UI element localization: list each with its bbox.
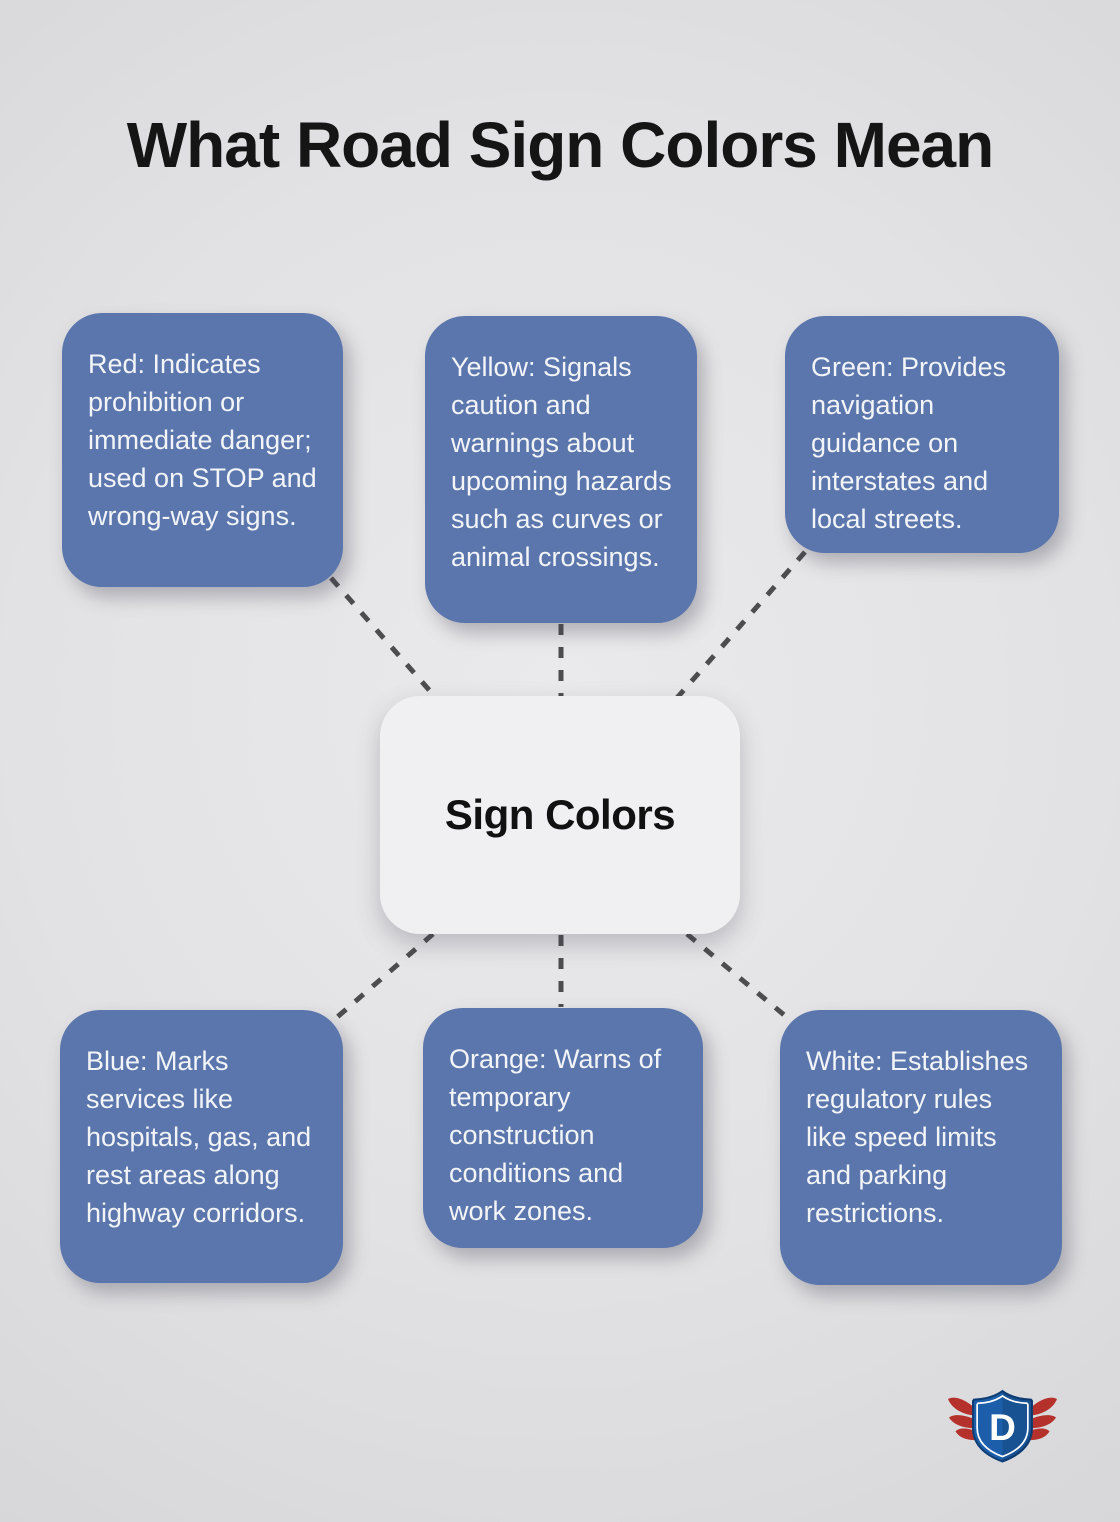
logo-letter: D bbox=[989, 1407, 1016, 1448]
node-red: Red: Indicates prohibition or immediate … bbox=[62, 313, 343, 587]
node-yellow: Yellow: Signals caution and warnings abo… bbox=[425, 316, 697, 623]
node-white-text: White: Establishes regulatory rules like… bbox=[806, 1046, 1029, 1228]
connector-center-blue bbox=[333, 932, 435, 1021]
node-blue: Blue: Marks services like hospitals, gas… bbox=[60, 1010, 343, 1283]
right-wing-icon bbox=[1027, 1397, 1057, 1441]
brand-logo: D bbox=[948, 1389, 1057, 1463]
connector-red-center bbox=[329, 576, 439, 701]
node-green: Green: Provides navigation guidance on i… bbox=[785, 316, 1059, 553]
node-orange-text: Orange: Warns of temporary construction … bbox=[449, 1044, 662, 1226]
node-red-text: Red: Indicates prohibition or immediate … bbox=[88, 349, 317, 531]
node-yellow-text: Yellow: Signals caution and warnings abo… bbox=[451, 352, 672, 572]
node-center: Sign Colors bbox=[380, 696, 740, 934]
node-orange: Orange: Warns of temporary construction … bbox=[423, 1008, 703, 1248]
center-label: Sign Colors bbox=[444, 791, 676, 838]
page-title: What Road Sign Colors Mean bbox=[126, 109, 994, 181]
left-wing-icon bbox=[948, 1397, 978, 1441]
node-blue-text: Blue: Marks services like hospitals, gas… bbox=[86, 1046, 312, 1228]
node-white: White: Establishes regulatory rules like… bbox=[780, 1010, 1062, 1285]
connector-green-center bbox=[674, 550, 807, 701]
node-green-text: Green: Provides navigation guidance on i… bbox=[811, 352, 1007, 534]
connector-center-white bbox=[685, 932, 791, 1021]
shield-icon: D bbox=[972, 1389, 1033, 1463]
